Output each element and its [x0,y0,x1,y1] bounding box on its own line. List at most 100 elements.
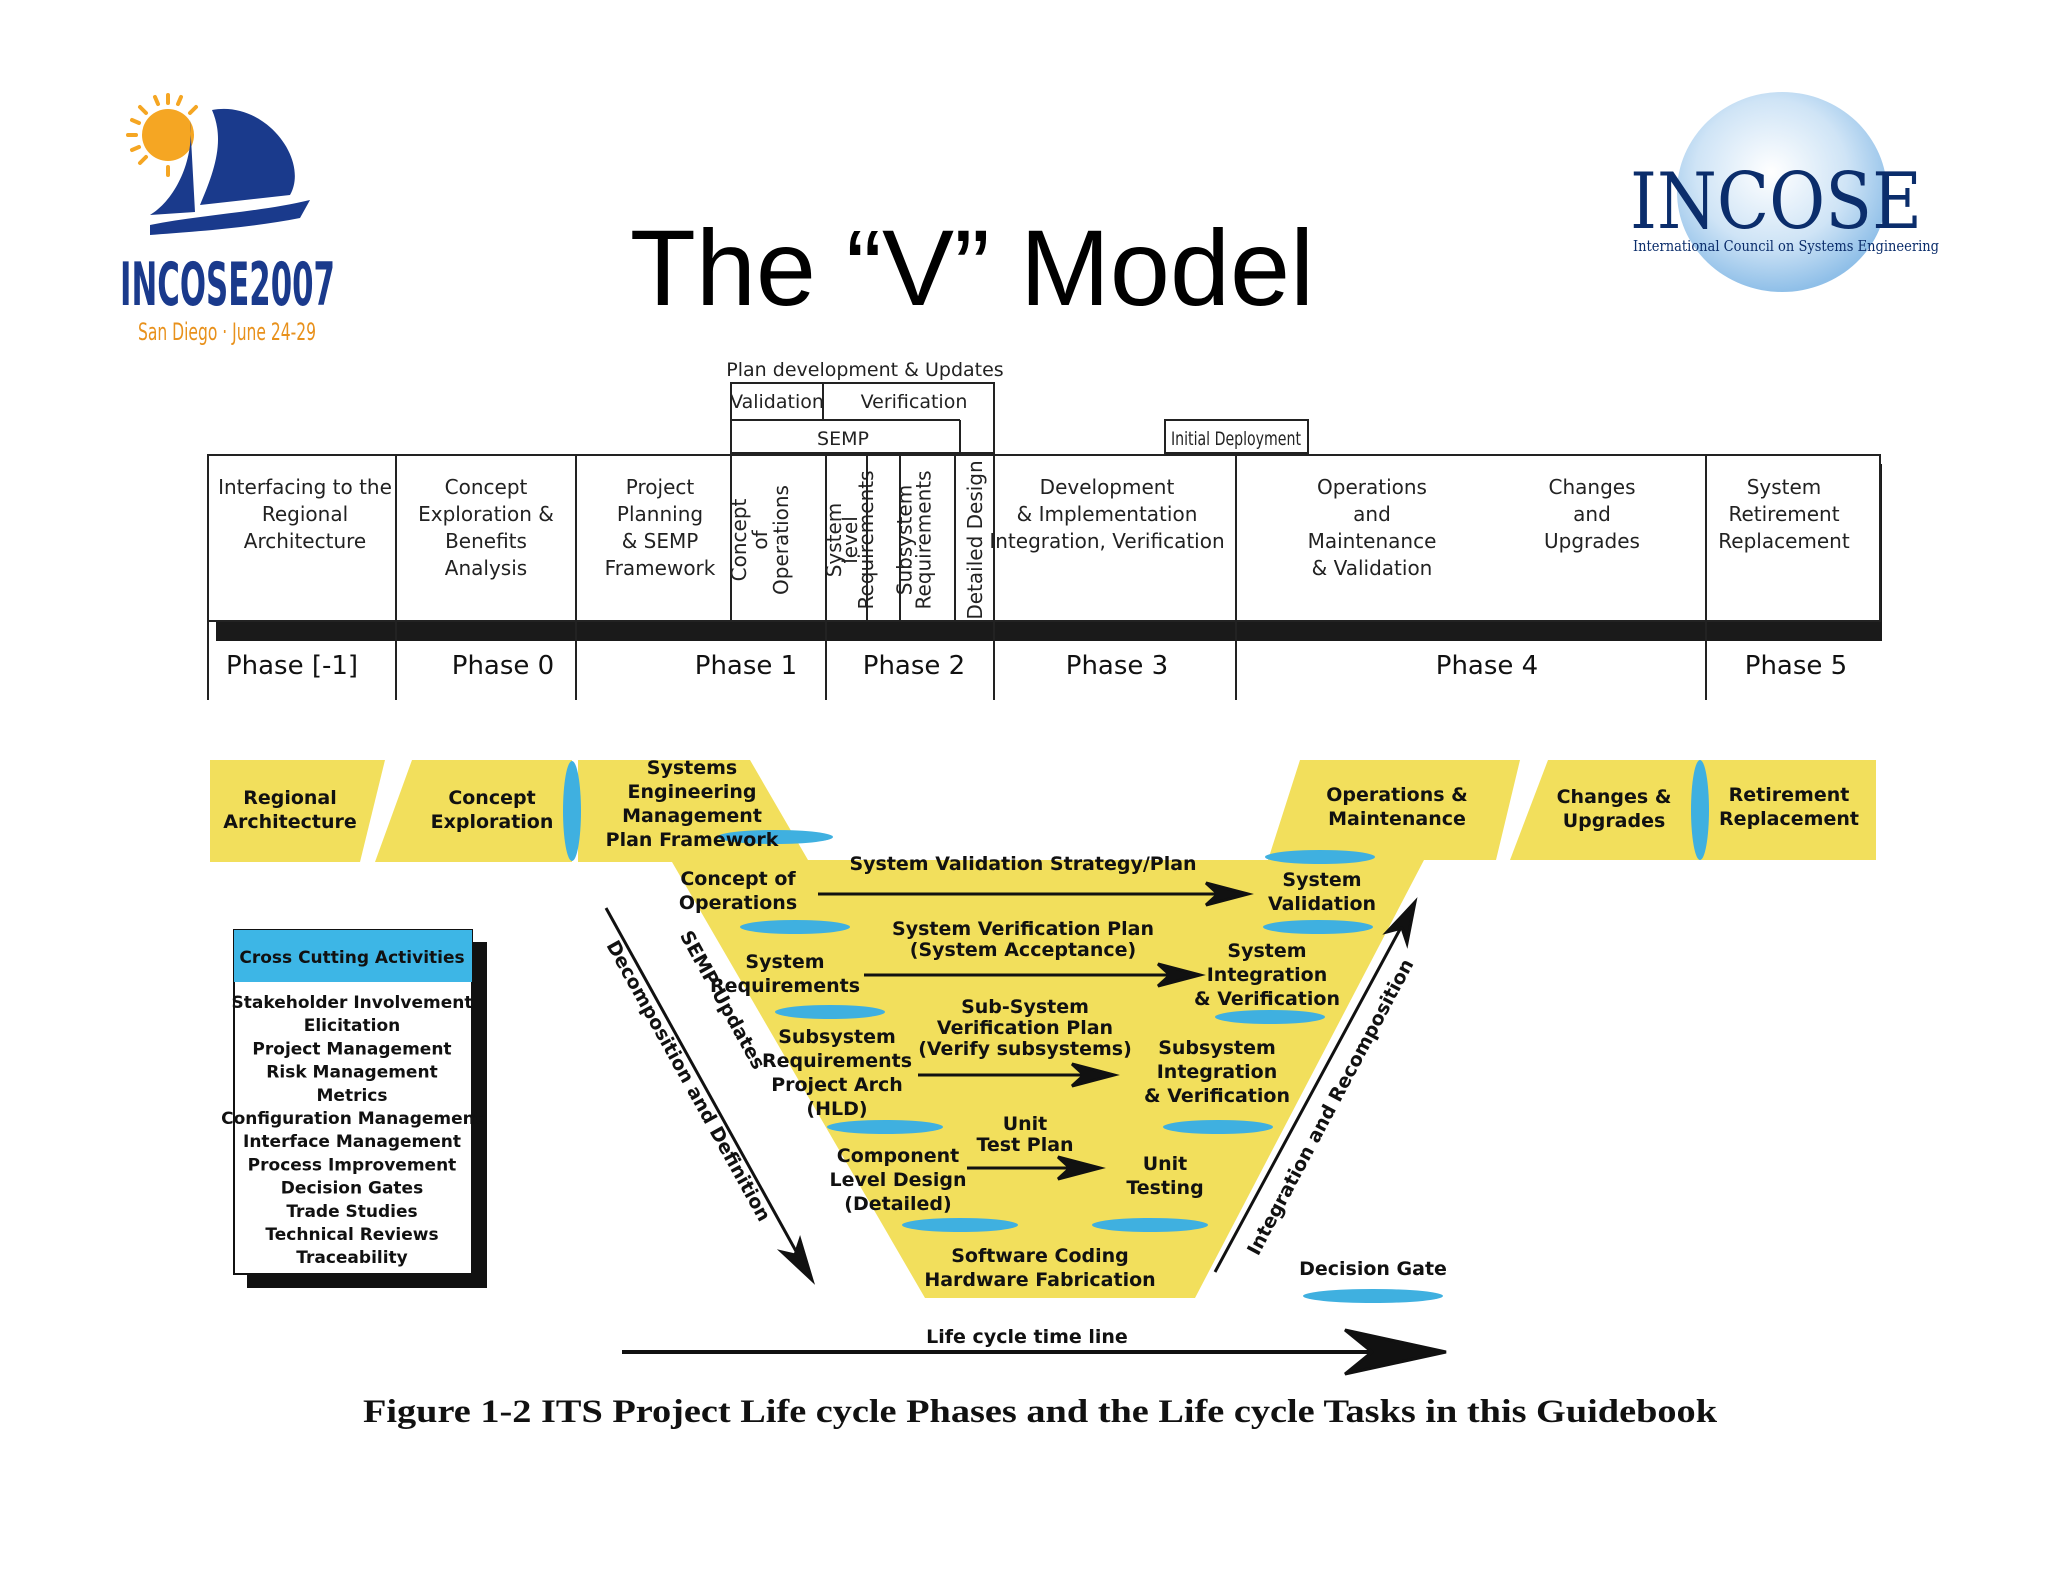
top-band-label-line: Retirement [1729,784,1850,806]
cross-cutting-item: Decision Gates [281,1179,423,1199]
top-band-label-line: Engineering [628,781,757,803]
phase-column-heading-line: Benefits [445,529,527,553]
left-leg-label-line: Component [837,1145,959,1167]
figure-caption: Figure 1-2 ITS Project Life cycle Phases… [363,1394,1718,1430]
phase-column-heading-line: Exploration & [418,502,554,526]
sun-icon [126,93,198,177]
band-regional-architecture [210,760,385,862]
cross-cutting-item: Trade Studies [286,1202,417,1222]
phase-column-heading-line: Retirement [1728,502,1839,526]
plan-label-line: Test Plan [976,1134,1073,1156]
phase-column-heading-line: Development [1040,475,1175,499]
right-leg-label-line: Integration [1207,964,1328,986]
cross-cutting-item: Elicitation [304,1016,401,1036]
phase-label: Phase 1 [695,651,797,681]
globe-icon [1677,92,1887,292]
phase-column-heading-line: Planning [617,502,703,526]
top-band-label-line: Architecture [223,811,356,833]
top-band-label-line: Regional [243,787,337,809]
cross-cutting-title: Cross Cutting Activities [239,948,464,968]
decision-gates [563,760,1709,1303]
left-leg-label-line: (HLD) [806,1098,867,1120]
semp-label: SEMP [817,428,869,450]
left-leg-label-line: Project Arch [771,1074,903,1096]
phase-column-heading-line: & SEMP [622,529,699,553]
rotated-heading-line: Operations [769,485,793,595]
plan-label-line: System Validation Strategy/Plan [849,853,1196,875]
plan-label-line: Unit [1003,1113,1048,1135]
phase-label: Phase 0 [452,651,554,681]
initial-deployment-label: Initial Deployment [1171,428,1301,450]
rotated-column-heading: Detailed Design [963,460,987,619]
cross-cutting-item: Project Management [252,1039,451,1059]
cross-cutting-item: Technical Reviews [265,1225,438,1245]
right-leg-label-line: Integration [1157,1061,1278,1083]
right-leg-label-line: Subsystem [1158,1037,1276,1059]
top-band-label-line: Plan Framework [606,829,779,851]
top-band-label-line: Systems [647,757,737,779]
phase-column-heading-line: Replacement [1718,529,1850,553]
rotated-heading-line: level [838,516,862,564]
decision-gate-legend-icon [1303,1289,1443,1303]
top-band-label-line: Management [622,805,762,827]
cross-cutting-item: Process Improvement [248,1155,457,1175]
cross-cutting-item: Configuration Management [221,1109,483,1129]
left-leg-label-line: Concept of [680,868,796,890]
top-band-label-line: Concept [448,787,535,809]
phase-label: Phase 3 [1066,651,1168,681]
top-band-label-line: Maintenance [1328,808,1466,830]
phase-column-heading-line: & Validation [1312,556,1433,580]
verification-label: Verification [861,391,968,413]
right-leg-label-line: System [1282,869,1361,891]
plan-label-line: (System Acceptance) [910,939,1136,961]
phase-column-heading-line: Framework [605,556,716,580]
right-leg-label-line: Testing [1126,1177,1203,1199]
phase-column-heading-line: Integration, Verification [989,529,1224,553]
phase-label: Phase [-1] [226,651,358,681]
incose-logo: INCOSE International Council on Systems … [1630,92,1939,292]
phase-column-heading-line: Interfacing to the [218,475,392,499]
cross-cutting-activities: Cross Cutting Activities Stakeholder Inv… [221,929,487,1288]
rotated-heading-line: of [748,529,772,549]
left-leg-label-line: Requirements [710,975,860,997]
left-leg-label-line: System [745,951,824,973]
right-leg-label-line: Validation [1268,893,1376,915]
phase-column-heading-line: Changes [1549,475,1636,499]
plan-label-line: Sub-System [961,996,1089,1018]
phase-column-heading-line: Architecture [244,529,366,553]
incose-tagline: International Council on Systems Enginee… [1633,237,1939,255]
top-band-label-line: Changes & [1557,786,1672,808]
bottom-label-line: Software Coding [951,1245,1129,1267]
top-band-label-line: Exploration [431,811,554,833]
right-leg-label-line: & Verification [1194,988,1340,1010]
cross-cutting-item: Risk Management [266,1063,437,1083]
validation-label: Validation [730,391,824,413]
phase-column-heading-line: Concept [445,475,528,499]
decision-gate-label: Decision Gate [1299,1258,1447,1280]
band-changes-upgrades [1510,760,1700,860]
right-leg-label-line: System [1227,940,1306,962]
phase-column-heading-line: and [1573,502,1611,526]
plan-development-label: Plan development & Updates [726,359,1003,381]
phase-label: Phase 2 [863,651,965,681]
left-leg-label-line: (Detailed) [844,1193,951,1215]
incose2007-wordmark: INCOSE2007 [120,250,335,320]
rotated-heading-line: System [822,503,846,578]
plan-label-line: Verification Plan [937,1017,1113,1039]
phase-column-heading-line: Analysis [445,556,527,580]
cross-cutting-item: Stakeholder Involvement [232,993,473,1013]
incose2007-subtitle: San Diego · June 24-29 [138,318,316,346]
plan-label-line: System Verification Plan [892,918,1154,940]
band-concept-exploration [375,760,572,862]
page-title: The “V” Model [630,207,1314,328]
band-retirement [1700,760,1876,860]
phase-label: Phase 4 [1436,651,1538,681]
left-leg-label-line: Level Design [830,1169,967,1191]
cross-cutting-item: Metrics [317,1086,388,1106]
left-leg-label-line: Operations [679,892,797,914]
rotated-heading-line: Detailed Design [963,460,987,619]
phase-column-heading-line: & Implementation [1017,502,1198,526]
